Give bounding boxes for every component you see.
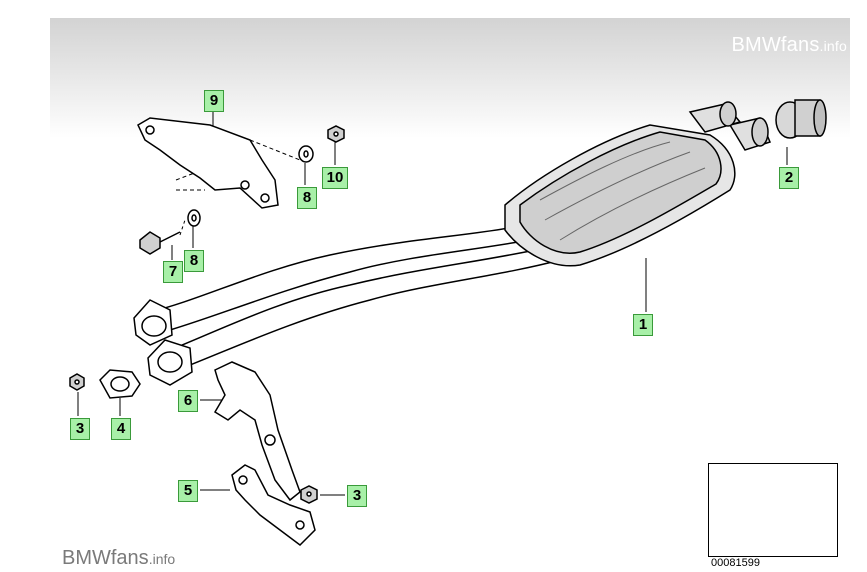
callout-9[interactable]: 9 bbox=[204, 90, 224, 112]
dash-7 bbox=[179, 219, 186, 236]
callout-8b[interactable]: 8 bbox=[184, 250, 204, 272]
watermark-top-suffix: .info bbox=[819, 38, 847, 54]
callout-2-label: 2 bbox=[784, 169, 794, 186]
callout-6[interactable]: 6 bbox=[178, 390, 198, 412]
callout-4-label: 4 bbox=[116, 420, 126, 437]
pipe-upper bbox=[148, 225, 543, 331]
callout-10[interactable]: 10 bbox=[322, 167, 348, 189]
callout-3b-label: 3 bbox=[352, 487, 362, 504]
heat-shield-bracket bbox=[137, 117, 279, 209]
front-pipes bbox=[148, 225, 562, 366]
callout-9-label: 9 bbox=[209, 92, 219, 109]
callout-3a-label: 3 bbox=[75, 420, 85, 437]
front-flanges bbox=[133, 299, 193, 386]
callout-3b[interactable]: 3 bbox=[347, 485, 367, 507]
nut-gasket bbox=[69, 369, 141, 399]
flange-lower-bore bbox=[157, 351, 183, 373]
callout-1[interactable]: 1 bbox=[633, 314, 653, 336]
callout-3a[interactable]: 3 bbox=[70, 418, 90, 440]
watermark-bottom: BMWfans.info bbox=[62, 547, 175, 570]
callout-2[interactable]: 2 bbox=[779, 167, 799, 189]
dash-9c bbox=[249, 139, 301, 161]
callout-7[interactable]: 7 bbox=[163, 261, 183, 283]
watermark-bottom-brand: BMWfans bbox=[62, 547, 149, 569]
nut-lower bbox=[300, 485, 318, 504]
callout-5-label: 5 bbox=[183, 482, 193, 499]
vehicle-inset-frame bbox=[708, 463, 838, 557]
callout-8b-label: 8 bbox=[189, 252, 199, 269]
watermark-top-brand: BMWfans bbox=[731, 34, 820, 56]
callout-8a-label: 8 bbox=[302, 189, 312, 206]
inset-drawing-number: 00081599 bbox=[711, 557, 760, 569]
callout-5[interactable]: 5 bbox=[178, 480, 198, 502]
flange-upper-bore bbox=[141, 315, 167, 337]
mount-bracket-6 bbox=[213, 361, 301, 502]
pipe-clamp bbox=[775, 99, 827, 139]
center-muffler bbox=[504, 101, 772, 267]
mount-bracket-5 bbox=[231, 464, 316, 546]
callout-6-label: 6 bbox=[183, 392, 193, 409]
watermark-bottom-suffix: .info bbox=[148, 551, 176, 567]
fasteners bbox=[139, 125, 345, 255]
callout-1-label: 1 bbox=[638, 316, 648, 333]
callout-7-label: 7 bbox=[168, 263, 178, 280]
callout-8a[interactable]: 8 bbox=[297, 187, 317, 209]
callout-4[interactable]: 4 bbox=[111, 418, 131, 440]
watermark-top: BMWfans.info bbox=[731, 34, 847, 57]
callout-10-label: 10 bbox=[326, 169, 344, 186]
